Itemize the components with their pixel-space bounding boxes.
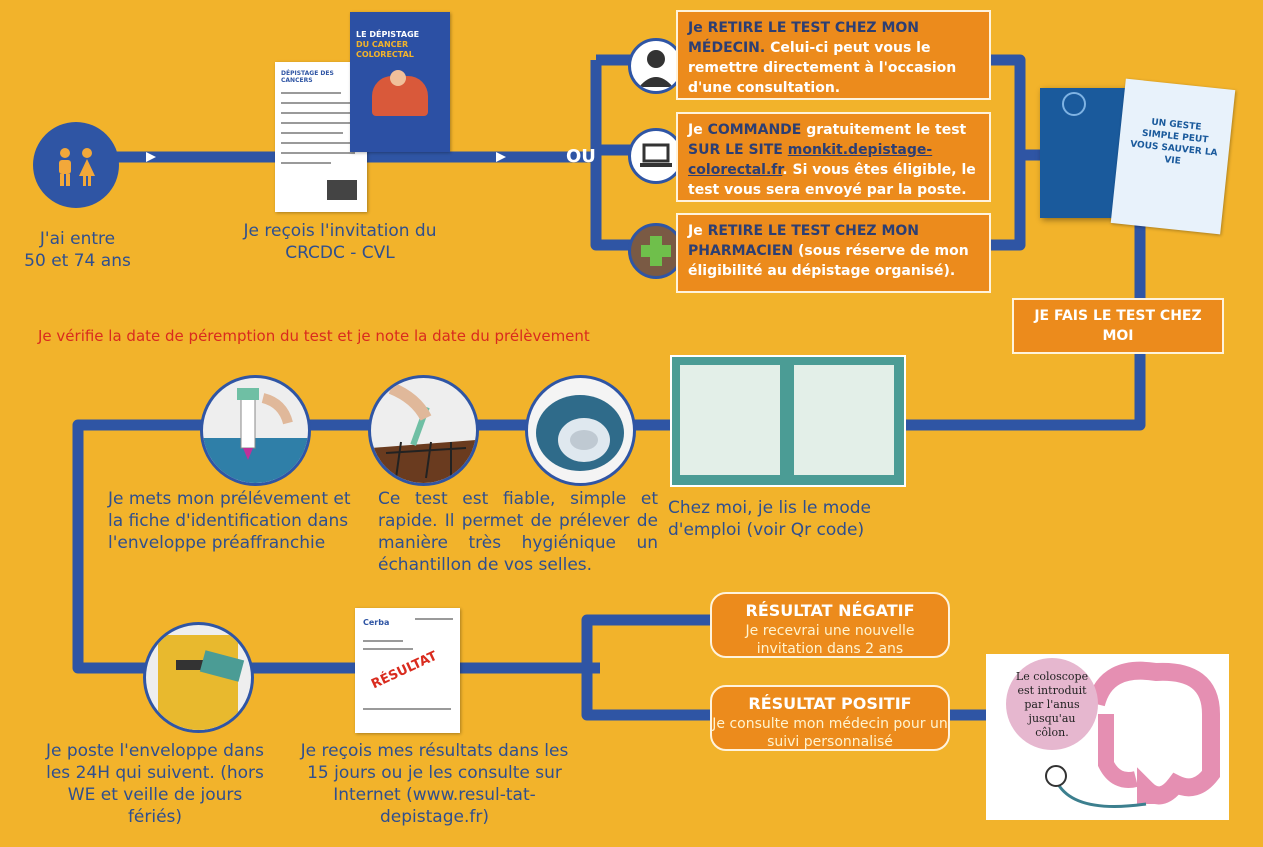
kit-leaflet: UN GESTE SIMPLE PEUT VOUS SAUVER LA VIE — [1110, 78, 1236, 235]
toilet-icon — [525, 375, 636, 486]
step-reliable: Ce test est fiable, simple et rapide. Il… — [378, 489, 658, 575]
stool-sample-icon — [368, 375, 479, 486]
step-manual: Chez moi, je lis le mode d'emploi (voir … — [668, 498, 872, 540]
brochure: LE DÉPISTAGE DU CANCER COLORECTAL — [350, 12, 450, 152]
result-document: Cerba RÉSULTAT — [355, 608, 460, 733]
monkit-link[interactable]: monkit.depistage-colorectal.fr — [688, 142, 933, 178]
result-negative: RÉSULTAT NÉGATIF Je recevrai une nouvell… — [710, 592, 950, 658]
option-pharmacy: Je RETIRE LE TEST CHEZ MON PHARMACIEN (s… — [676, 213, 991, 293]
colonoscope-caption: Le coloscope est introduit par l'anus ju… — [1015, 670, 1089, 739]
user-manual — [670, 355, 906, 487]
tube-icon — [200, 375, 311, 486]
people-icon — [33, 122, 119, 208]
option-online: Je COMMANDE gratuitement le test SUR LE … — [676, 112, 991, 202]
step-post: Je poste l'enveloppe dans les 24H qui su… — [45, 741, 264, 827]
step-envelope: Je mets mon prélévement et la fiche d'id… — [108, 489, 351, 553]
result-positive: RÉSULTAT POSITIF Je consulte mon médecin… — [710, 685, 950, 751]
doctor-icon — [628, 38, 684, 94]
test-at-home: JE FAIS LE TEST CHEZ MOI — [1012, 298, 1224, 354]
step-results: Je reçois mes résultats dans les 15 jour… — [300, 741, 569, 827]
ou-label: OU — [566, 146, 596, 167]
laptop-icon — [628, 128, 684, 184]
option-doctor: Je RETIRE LE TEST CHEZ MON MÉDECIN. Celu… — [676, 10, 991, 100]
warning-text: Je vérifie la date de péremption du test… — [38, 327, 590, 345]
mailbox-icon — [143, 622, 254, 733]
colonoscope-illustration: Le coloscope est introduit par l'anus ju… — [986, 654, 1229, 820]
